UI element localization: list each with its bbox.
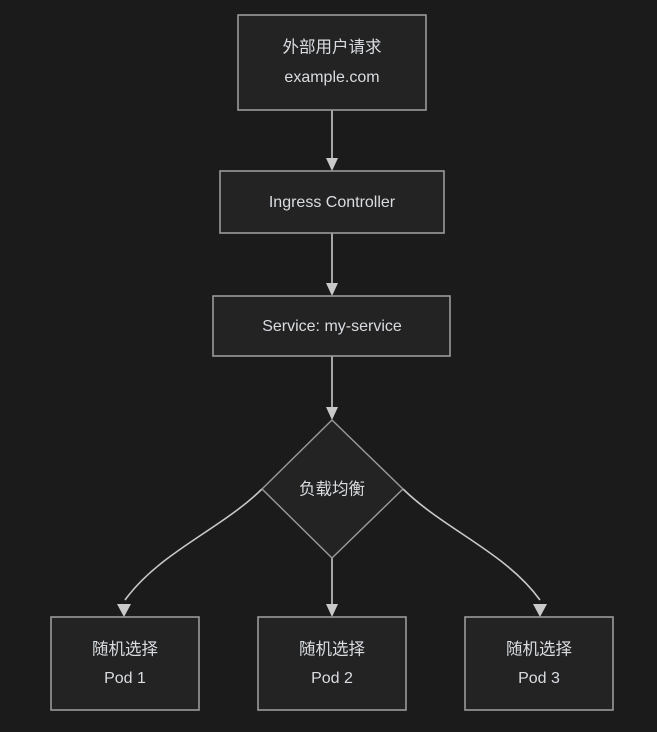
node-label-line1: 随机选择 <box>299 639 366 658</box>
edge-lb-to-pod3 <box>402 488 547 617</box>
node-box[interactable] <box>50 616 200 711</box>
edge-line <box>402 488 541 601</box>
node-label-line1: 随机选择 <box>92 639 159 658</box>
edge-request-to-ingress <box>326 110 338 171</box>
node-box[interactable] <box>237 14 427 111</box>
node-ingress-controller[interactable]: Ingress Controller <box>219 170 445 234</box>
node-label-line1: Ingress Controller <box>269 194 396 211</box>
arrowhead-icon <box>326 283 338 296</box>
arrowhead-icon <box>326 604 338 617</box>
node-label-line2: Pod 3 <box>518 670 560 687</box>
edge-line <box>124 488 263 601</box>
node-label-line1: 负载均衡 <box>299 479 365 498</box>
node-label-line2: Pod 2 <box>311 670 353 687</box>
node-box[interactable] <box>257 616 407 711</box>
edge-lb-to-pod2 <box>326 558 338 617</box>
node-service[interactable]: Service: my-service <box>212 295 451 357</box>
edge-service-to-lb <box>326 356 338 420</box>
node-pod-3[interactable]: 随机选择 Pod 3 <box>464 616 614 711</box>
node-box[interactable] <box>212 295 451 357</box>
arrowhead-icon <box>326 158 338 171</box>
arrowhead-icon <box>533 604 547 617</box>
node-label-line2: Pod 1 <box>104 670 146 687</box>
node-diamond-shape[interactable] <box>261 419 405 559</box>
arrowhead-icon <box>326 407 338 420</box>
edge-lb-to-pod1 <box>117 488 263 617</box>
node-box[interactable] <box>219 170 445 234</box>
arrowhead-icon <box>117 604 131 617</box>
node-pod-2[interactable]: 随机选择 Pod 2 <box>257 616 407 711</box>
node-label-line2: example.com <box>284 69 379 86</box>
node-box[interactable] <box>464 616 614 711</box>
node-external-request[interactable]: 外部用户请求 example.com <box>237 14 427 111</box>
node-label-line1: 随机选择 <box>506 639 573 658</box>
node-label-line1: Service: my-service <box>262 318 402 335</box>
edge-ingress-to-service <box>326 233 338 296</box>
node-label-line1: 外部用户请求 <box>283 37 382 56</box>
node-load-balancer[interactable]: 负载均衡 <box>261 419 405 559</box>
node-pod-1[interactable]: 随机选择 Pod 1 <box>50 616 200 711</box>
